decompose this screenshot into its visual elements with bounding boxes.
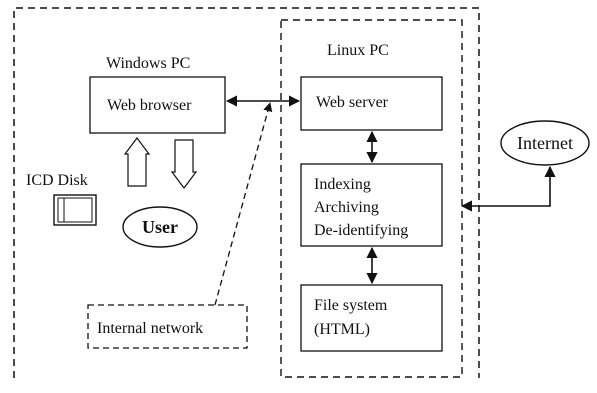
disk-icon bbox=[53, 194, 97, 226]
processing-box bbox=[300, 163, 443, 247]
hollow-down-arrow bbox=[170, 139, 198, 189]
internal-network-box bbox=[87, 304, 248, 349]
user-label: User bbox=[142, 217, 178, 237]
file-system-box bbox=[300, 284, 443, 352]
linux-pc-title: Linux PC bbox=[327, 42, 389, 59]
windows-pc-title: Windows PC bbox=[106, 55, 190, 72]
processing-indexing-label: Indexing bbox=[314, 176, 371, 193]
processing-archiving-label: Archiving bbox=[314, 199, 379, 216]
hollow-up-arrow bbox=[123, 137, 151, 187]
icd-disk-label: ICD Disk bbox=[26, 172, 88, 189]
file-system-label: File system bbox=[314, 297, 388, 314]
web-browser-box bbox=[89, 76, 226, 134]
internet-label: Internet bbox=[517, 133, 573, 153]
linux-pc-boundary bbox=[280, 19, 463, 378]
processing-internet-arrow bbox=[460, 165, 556, 212]
internal-network-link bbox=[214, 102, 273, 306]
internet-ellipse bbox=[500, 120, 590, 166]
web-browser-label: Web browser bbox=[107, 97, 192, 114]
processing-deidentifying-label: De-identifying bbox=[314, 222, 408, 239]
web-server-label: Web server bbox=[316, 94, 389, 111]
file-system-html-label: (HTML) bbox=[314, 321, 370, 338]
user-ellipse bbox=[122, 206, 198, 248]
internal-network-label: Internal network bbox=[97, 320, 203, 337]
web-server-box bbox=[300, 76, 443, 131]
